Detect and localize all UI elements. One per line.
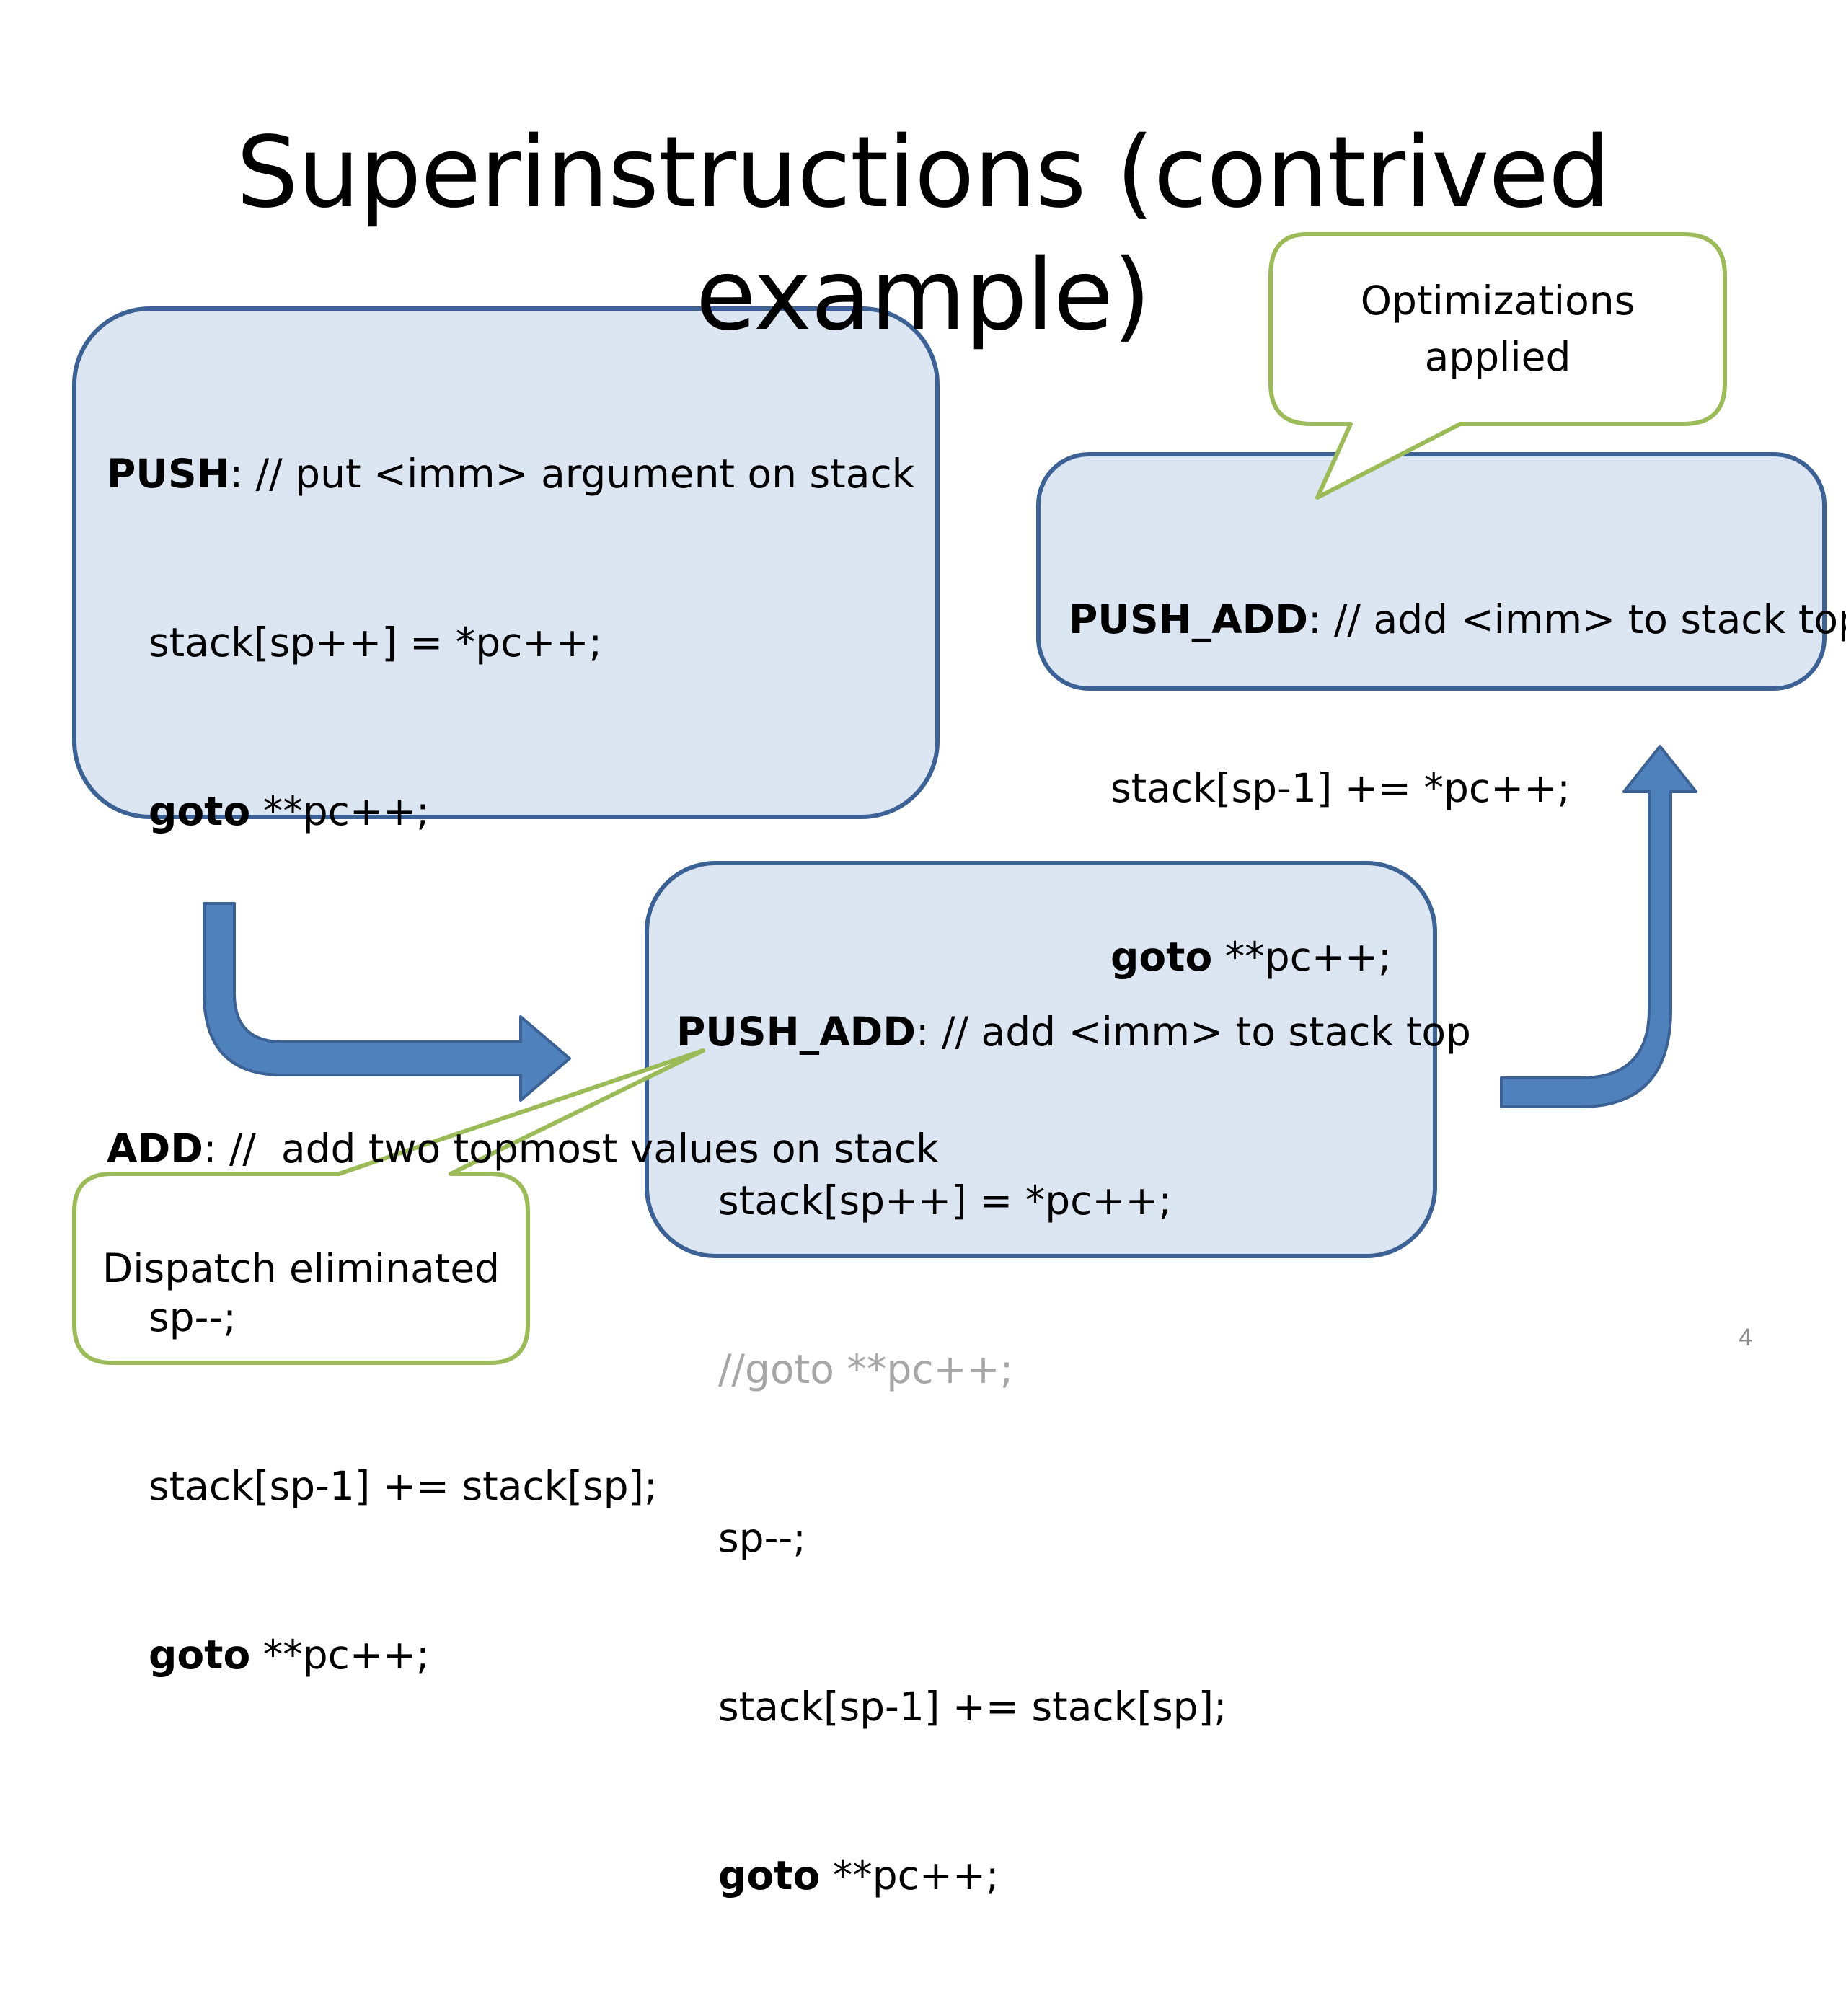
bent-arrow-up-icon — [1500, 745, 1697, 1108]
goto-keyword: goto — [1110, 934, 1213, 980]
add-sum-stmt: stack[sp-1] += stack[sp]; — [149, 1463, 658, 1509]
combined-header-line: PUSH_ADD: // add <imm> to stack top — [676, 1004, 1471, 1060]
original-instructions-box — [72, 306, 940, 819]
push-label: PUSH — [107, 451, 230, 497]
dispatch-callout-label: Dispatch eliminated — [102, 1245, 500, 1291]
goto-target: **pc++; — [1212, 934, 1392, 980]
goto-keyword: goto — [149, 788, 251, 834]
optimized-superinstruction-code: PUSH_ADD: // add <imm> to stack top stac… — [1069, 479, 1846, 1097]
goto-keyword: goto — [149, 1632, 251, 1678]
add-header-line: ADD: // add two topmost values on stack — [107, 1120, 939, 1177]
combined-store-line: stack[sp++] = *pc++; — [676, 1172, 1471, 1229]
optimizations-callout-bubble — [1268, 232, 1727, 500]
slide-title: Superinstructions (contrived example) — [236, 116, 1611, 353]
combined-sum-stmt: stack[sp-1] += stack[sp]; — [718, 1684, 1227, 1730]
goto-target: **pc++; — [250, 788, 430, 834]
push-store-stmt: stack[sp++] = *pc++; — [149, 619, 603, 666]
combined-superinstruction-box — [645, 861, 1437, 1258]
diagram-shapes — [72, 232, 1827, 1365]
dispatch-callout-text: Dispatch eliminated — [74, 1240, 528, 1296]
add-decrement-stmt: sp--; — [149, 1294, 237, 1340]
add-label: ADD — [107, 1126, 203, 1172]
combined-decrement-line: sp--; — [676, 1510, 1471, 1566]
optimized-superinstruction-box — [1036, 452, 1827, 691]
goto-keyword: goto — [718, 1852, 821, 1898]
page-number: 4 — [1739, 1324, 1752, 1351]
push-header-line: PUSH: // put <imm> argument on stack — [107, 446, 939, 502]
goto-target: **pc++; — [820, 1852, 999, 1898]
dispatch-callout-bubble — [72, 1048, 705, 1365]
add-decrement-line: sp--; — [107, 1289, 939, 1345]
combined-goto-line: goto **pc++; — [676, 1847, 1471, 1904]
optimizations-callout-line2: applied — [1424, 334, 1571, 380]
push-goto-line: goto **pc++; — [107, 783, 939, 839]
combined-store-stmt: stack[sp++] = *pc++; — [718, 1177, 1172, 1224]
goto-target: **pc++; — [250, 1632, 430, 1678]
combined-label: PUSH_ADD — [676, 1009, 916, 1055]
optimized-add-line: stack[sp-1] += *pc++; — [1069, 760, 1846, 816]
optimized-comment: : // add <imm> to stack top — [1308, 596, 1846, 642]
optimizations-callout-text: Optimizations applied — [1271, 273, 1725, 385]
optimized-header-line: PUSH_ADD: // add <imm> to stack top — [1069, 591, 1846, 647]
combined-commented-goto-line: //goto **pc++; — [676, 1341, 1471, 1397]
bent-arrow-right-icon — [203, 902, 571, 1102]
slide: Superinstructions (contrived example) PU… — [72, 116, 1846, 1898]
add-comment: : // add two topmost values on stack — [203, 1126, 940, 1172]
optimized-add-stmt: stack[sp-1] += *pc++; — [1110, 765, 1571, 811]
combined-comment: : // add <imm> to stack top — [916, 1009, 1471, 1055]
combined-sum-line: stack[sp-1] += stack[sp]; — [676, 1679, 1471, 1735]
combined-decrement-stmt: sp--; — [718, 1515, 806, 1561]
optimized-goto-line: goto **pc++; — [1069, 929, 1846, 985]
commented-goto-stmt: //goto **pc++; — [718, 1346, 1014, 1392]
optimized-label: PUSH_ADD — [1069, 596, 1308, 642]
push-store-line: stack[sp++] = *pc++; — [107, 614, 939, 671]
push-comment: : // put <imm> argument on stack — [229, 451, 915, 497]
optimizations-callout-line1: Optimizations — [1360, 278, 1635, 324]
